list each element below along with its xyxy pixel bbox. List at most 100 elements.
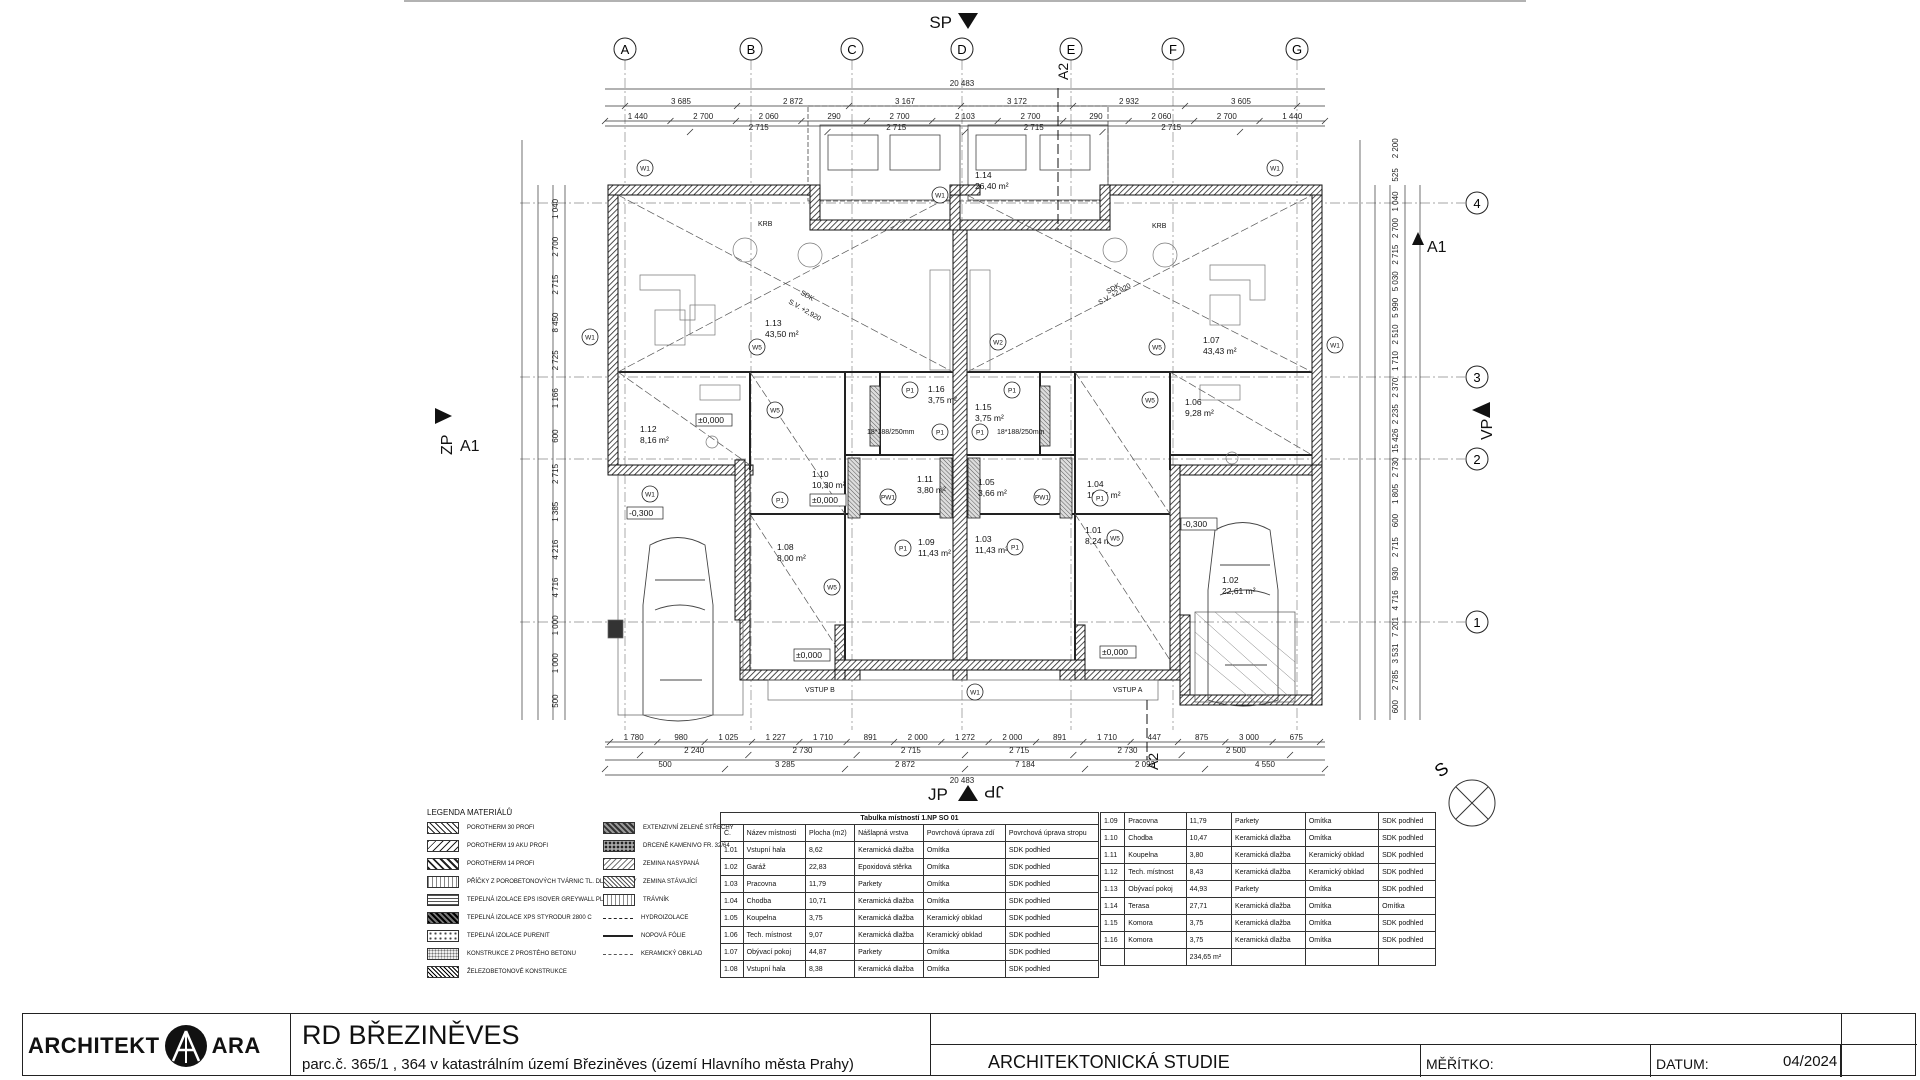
table-cell: Parkety	[1231, 812, 1306, 830]
svg-text:E: E	[1067, 42, 1076, 57]
dim-bottom-1b: 2 730	[1117, 746, 1138, 755]
dim-right: 600	[1391, 513, 1400, 527]
dim-left: 2 715	[551, 463, 560, 484]
window-mark-w1: W1	[581, 328, 599, 346]
svg-text:S: S	[1431, 758, 1452, 781]
dim-bottom-1: 1 227	[766, 733, 787, 742]
table-cell: Pracovna	[1124, 812, 1187, 830]
legend-item: ZEMINA NASYPANÁ	[603, 858, 699, 870]
table-cell	[1304, 948, 1380, 966]
svg-text:C: C	[847, 42, 856, 57]
table-cell: Omítka	[922, 892, 1006, 910]
table-cell: Keramický obklad	[1304, 846, 1380, 864]
dim-right: 2 715	[1391, 537, 1400, 558]
table-cell: Tech. místnost	[742, 926, 806, 944]
dim-right: 2 700	[1391, 218, 1400, 239]
project-address: parc.č. 365/1 , 364 v katastrálním území…	[302, 1056, 854, 1073]
room-label-1.06: 1.069,28 m²	[1185, 397, 1214, 418]
svg-text:26,40 m²: 26,40 m²	[975, 181, 1009, 191]
table-cell: Chodba	[1124, 829, 1187, 847]
legend-item-label: TEPELNÁ IZOLACE EPS ISOVER GREYWALL PLUS	[467, 897, 612, 903]
table-cell: 11,79	[1185, 812, 1233, 830]
svg-text:1.05: 1.05	[978, 477, 995, 487]
svg-text:1.12: 1.12	[640, 424, 657, 434]
legend-item: ZEMINA STÁVAJÍCÍ	[603, 876, 697, 888]
svg-text:3: 3	[1473, 370, 1480, 385]
date-value: 04/2024	[1783, 1053, 1838, 1070]
legend-item: EXTENZIVNÍ ZELENÉ STŘECHY	[603, 822, 734, 834]
table-cell: Omítka	[922, 943, 1006, 961]
table-cell: 8,62	[804, 841, 856, 859]
krb-label: KRB	[1152, 223, 1167, 230]
sv-label: S.V. +2,920	[787, 299, 822, 323]
table-cell: SDK podhled	[1004, 858, 1100, 876]
table-cell	[1378, 948, 1436, 966]
svg-text:W2: W2	[993, 340, 1003, 347]
table-cell: 44,93	[1185, 880, 1233, 898]
table-cell: 1.07	[720, 943, 744, 961]
dim-left: 500	[551, 694, 560, 708]
table-cell: Parkety	[1231, 880, 1306, 898]
dim-bottom-2: 500	[658, 760, 672, 769]
table-cell: SDK podhled	[1378, 880, 1436, 898]
axis-bubble-1: 1	[1465, 610, 1489, 634]
dim-bottom-1: 1 025	[718, 733, 739, 742]
window-mark-w1: W1	[966, 683, 984, 701]
dim-top-2: 2 103	[955, 112, 976, 121]
svg-text:±0,000: ±0,000	[796, 650, 822, 660]
svg-text:8,24 m²: 8,24 m²	[1085, 536, 1114, 546]
legend-swatch	[603, 840, 635, 852]
legend-swatch	[603, 822, 635, 834]
svg-text:P1: P1	[936, 430, 944, 437]
svg-text:W5: W5	[770, 408, 780, 415]
table-cell	[1124, 948, 1187, 966]
table-cell: Pracovna	[742, 875, 806, 893]
legend-swatch	[603, 935, 633, 937]
legend-item-label: KONSTRUKCE Z PROSTÉHO BETONU	[467, 951, 576, 957]
legend-item: POROTHERM 30 PROFI	[427, 822, 534, 834]
dim-right: 5 030	[1391, 271, 1400, 292]
window-mark-w1: W1	[1326, 336, 1344, 354]
legend-swatch	[427, 948, 459, 960]
window-mark-w1: W1	[931, 186, 949, 204]
table-header-cell: Název místnosti	[742, 824, 806, 842]
table-cell: 3,75	[1185, 914, 1233, 932]
table-cell: SDK podhled	[1378, 829, 1436, 847]
table-cell: SDK podhled	[1004, 875, 1100, 893]
stair-label: 18*188/250mm	[997, 429, 1045, 436]
table-cell: 1.06	[720, 926, 744, 944]
dim-left: 2 700	[551, 236, 560, 257]
dim-overall-top: 20 483	[950, 79, 975, 88]
legend-item-label: HYDROIZOLACE	[641, 915, 689, 921]
spare-cell	[1841, 1014, 1917, 1077]
axis-bubble-D: D	[950, 37, 974, 61]
dim-top-2: 290	[827, 112, 841, 121]
dim-bottom-1: 980	[674, 733, 688, 742]
legend-item-label: TEPELNÁ IZOLACE XPS STYRODUR 2800 C	[467, 915, 592, 921]
legend-swatch	[603, 917, 633, 919]
svg-text:4: 4	[1473, 196, 1480, 211]
scale-label: MĚŘÍTKO:	[1426, 1056, 1494, 1072]
table-cell: SDK podhled	[1378, 863, 1436, 881]
sdk-label: SDK	[799, 290, 815, 303]
room-table-left: Tabulka místností 1.NP SO 01 Č.Název mís…	[720, 812, 1100, 978]
table-cell: Obývací pokoj	[1124, 880, 1187, 898]
room-label-1.05: 1.053,66 m²	[978, 477, 1007, 498]
dim-right: 2 235	[1391, 404, 1400, 425]
svg-text:SP: SP	[929, 13, 952, 32]
table-cell: Keramická dlažba	[854, 841, 924, 859]
legend-item-label: POROTHERM 19 AKU PROFI	[467, 843, 549, 849]
table-cell: Keramická dlažba	[1231, 897, 1306, 915]
section-mark-jp: JP	[958, 782, 1004, 801]
dim-right: 2 730	[1391, 457, 1400, 478]
table-cell: 1.13	[1099, 880, 1126, 898]
dim-left: 4 216	[551, 539, 560, 560]
